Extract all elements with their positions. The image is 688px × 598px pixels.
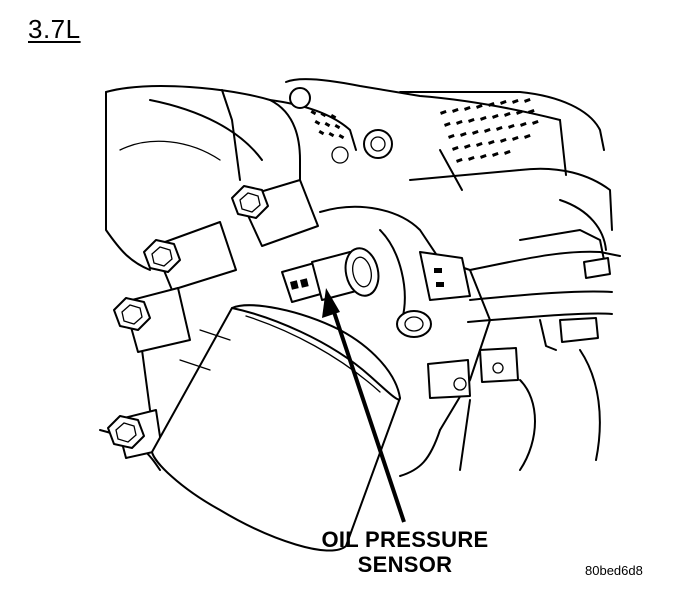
oil-filter <box>151 304 401 552</box>
engine-label: 3.7L <box>28 14 81 44</box>
oil-pressure-sensor <box>281 247 380 303</box>
callout-arrow <box>322 288 406 523</box>
mounting-bolts <box>107 179 319 459</box>
engine-block <box>179 199 621 477</box>
figure-id: 80bed6d8 <box>585 563 643 578</box>
intake-manifold <box>269 78 613 231</box>
callout-label: OIL PRESSURE SENSOR <box>300 527 510 577</box>
callout-line-2: SENSOR <box>357 552 453 577</box>
callout-line-1: OIL PRESSURE <box>321 527 489 552</box>
